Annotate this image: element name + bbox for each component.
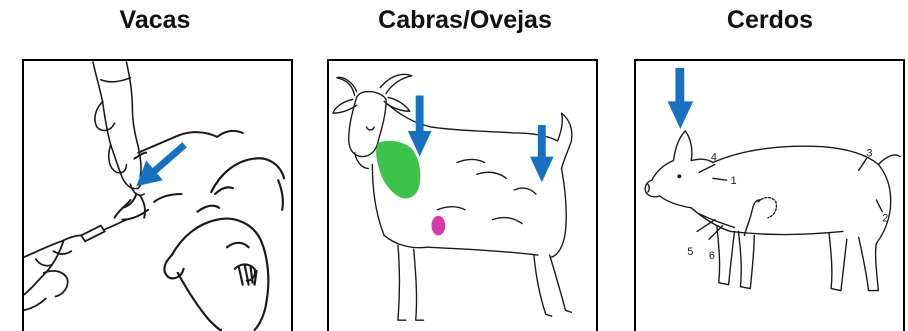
panel-cerdos: 1 2 3 4 5 6: [634, 59, 905, 331]
pig-body: [645, 131, 900, 291]
panel-vacas: [22, 59, 293, 331]
pig-label-4: 4: [711, 152, 717, 164]
goat-body: [333, 74, 572, 320]
pig-label-6: 6: [709, 250, 715, 262]
pig-label-1: 1: [731, 175, 737, 187]
pig-illustration: 1 2 3 4 5 6: [636, 61, 903, 331]
pinching-hand: [93, 62, 144, 195]
title-vacas: Vacas: [105, 6, 205, 35]
syringe-hand: [24, 220, 126, 311]
pig-label-2: 2: [882, 213, 888, 225]
goat-illustration: [329, 61, 596, 331]
udder-magenta: [431, 216, 445, 236]
pig-arrow: [668, 68, 694, 129]
cow-head: [164, 158, 284, 330]
panel-cabras-ovejas: [327, 59, 598, 331]
injection-area-green: [376, 141, 420, 199]
title-cabras-ovejas: Cabras/Ovejas: [355, 6, 575, 35]
pig-label-3: 3: [867, 148, 873, 160]
title-cerdos: Cerdos: [705, 6, 835, 35]
pig-label-5: 5: [687, 246, 693, 258]
cow-injection-illustration: [24, 61, 291, 331]
